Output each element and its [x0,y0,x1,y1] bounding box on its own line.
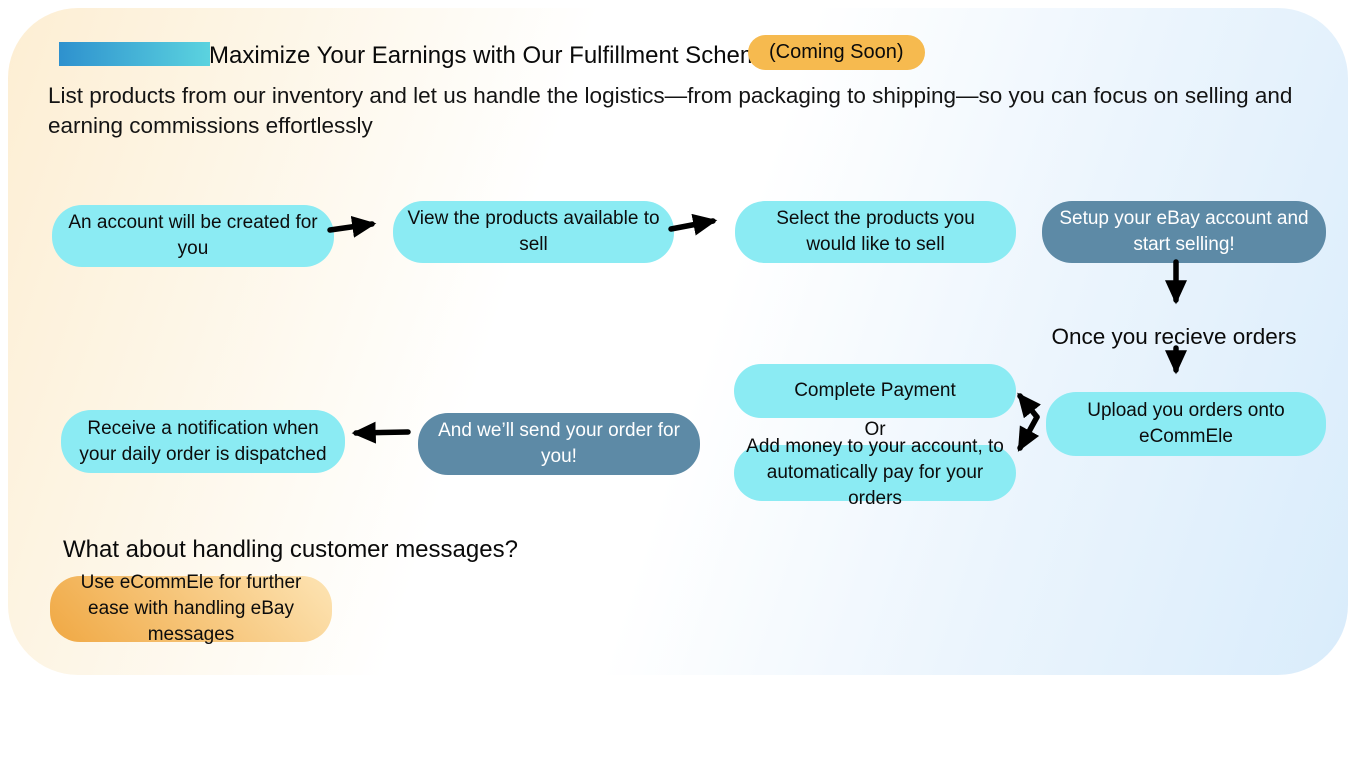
flow-node-view-products: View the products available to sell [393,201,674,263]
or-label: Or [864,419,886,440]
flow-node-setup-ebay: Setup your eBay account and start sellin… [1042,201,1326,263]
page-background: Maximize Your Earnings with Our Fulfillm… [8,8,1348,675]
title-accent-bar [59,42,210,66]
flow-node-upload-orders: Upload you orders onto eCommEle [1046,392,1326,456]
orders-received-label: Once you recieve orders [1051,324,1297,349]
page-subtitle: List products from our inventory and let… [48,83,1293,138]
flow-node-send-order: And we’ll send your order for you! [418,413,700,475]
flow-node-notification: Receive a notification when your daily o… [61,410,345,473]
flow-node-account-created: An account will be created for you [52,205,334,267]
flow-node-select-products: Select the products you would like to se… [735,201,1016,263]
flow-node-add-money: Add money to your account, to automatica… [734,436,1016,509]
messages-question-heading: What about handling customer messages? [63,536,518,563]
page-title: Maximize Your Earnings with Our Fulfillm… [209,42,774,69]
coming-soon-badge: (Coming Soon) [748,35,925,70]
messages-answer-node: Use eCommEle for further ease with handl… [50,572,332,645]
flow-node-complete-payment: Complete Payment [734,364,1016,418]
